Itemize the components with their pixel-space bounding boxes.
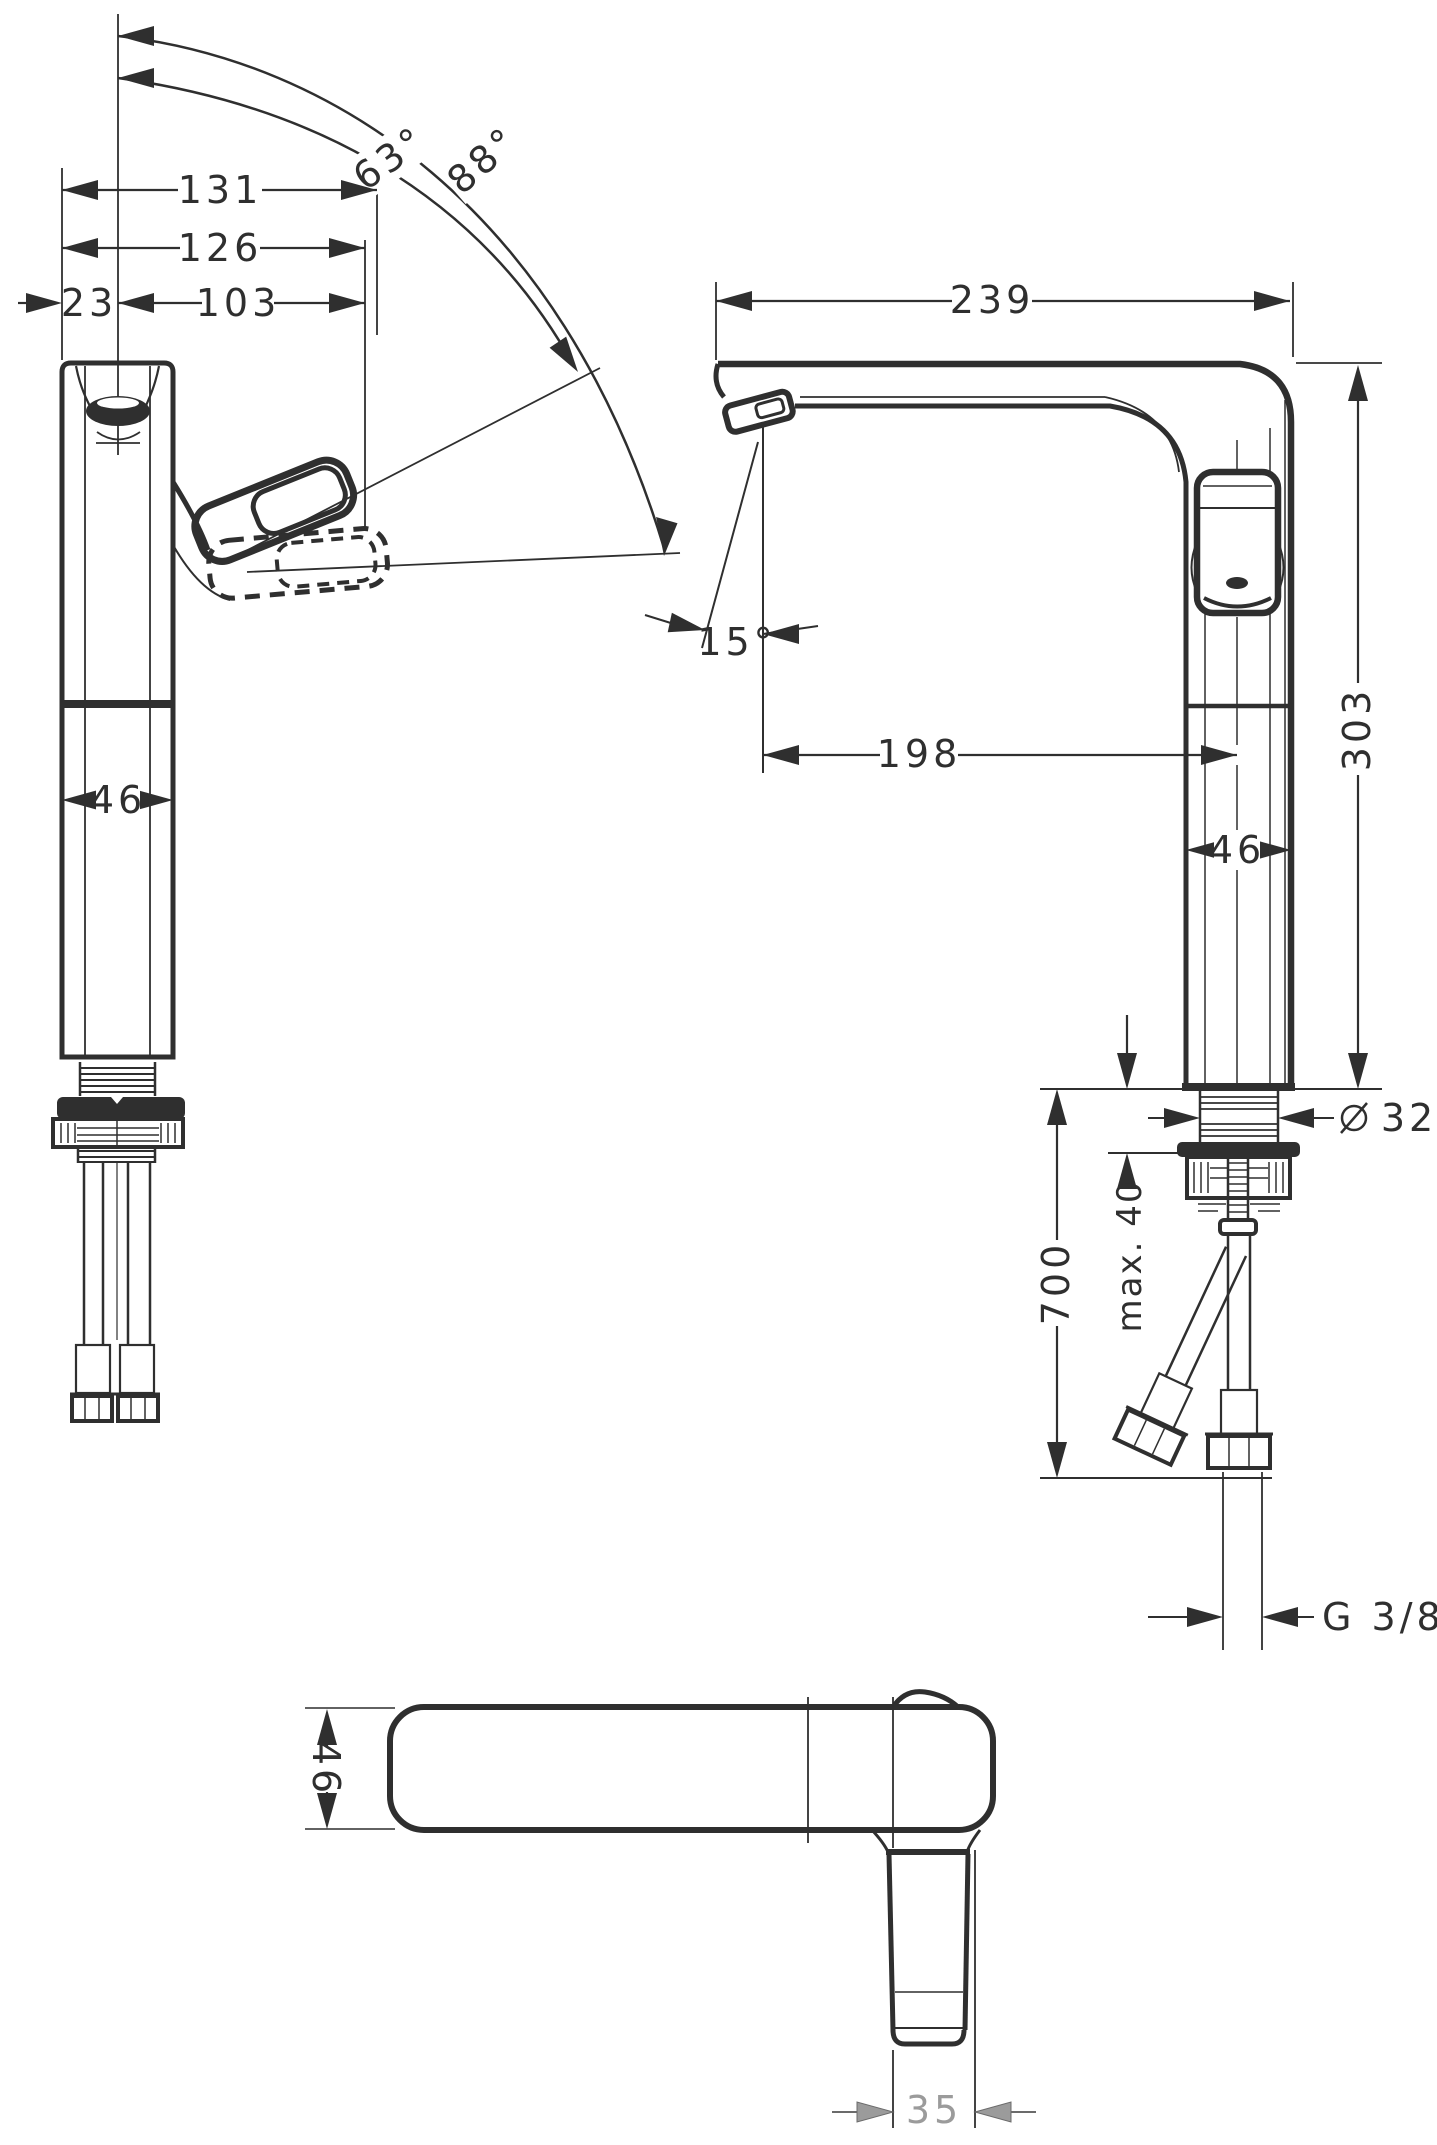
dim-label: 103	[196, 281, 281, 325]
dim-label: 15°	[697, 620, 776, 664]
dim-46-side: 46	[1186, 828, 1291, 872]
dim-15deg: 15°	[644, 427, 819, 773]
dim-700: 700	[1034, 1089, 1272, 1479]
dim-label: 198	[877, 732, 962, 776]
dim-label: G 3/8	[1322, 1595, 1437, 1639]
hose-angled	[1111, 1246, 1248, 1468]
faucet-body-plan	[387, 1689, 996, 1848]
dim-label: 32	[1381, 1096, 1437, 1140]
mounting-flange	[57, 1097, 185, 1119]
hose-vertical	[1205, 1236, 1273, 1470]
dim-label: 46	[304, 1741, 348, 1797]
handle-plan	[870, 1828, 982, 2047]
faucet-body-front	[59, 360, 176, 1060]
supply-hoses	[70, 1163, 160, 1423]
dim-max40: max. 40	[1108, 1015, 1180, 1332]
dim-label: 126	[178, 226, 263, 270]
dim-46-front: 46	[62, 778, 173, 822]
dim-198: 198	[763, 732, 1237, 776]
dim-131: 131	[62, 168, 377, 212]
dim-23-103: 23 103	[18, 281, 365, 325]
handle-front-dashed	[206, 526, 390, 601]
diameter-icon	[1340, 1102, 1368, 1134]
dim-label: 46	[1209, 828, 1265, 872]
dim-label: 131	[178, 168, 263, 212]
dim-diameter-32: 32	[1148, 1096, 1437, 1140]
dim-label: 35	[906, 2088, 962, 2132]
side-view: 239	[644, 278, 1437, 1650]
mounting-hardware-front	[51, 1062, 185, 1423]
handle-side	[1190, 468, 1285, 617]
dim-label: 23	[61, 281, 117, 325]
dim-239: 239	[716, 278, 1290, 322]
plan-view: 46 35	[304, 1689, 1036, 2132]
dim-126: 126	[62, 226, 365, 270]
threaded-shank-side	[1198, 1091, 1280, 1142]
front-view: 63° 88° 131 126 23	[18, 14, 681, 1423]
mounting-hardware-side	[1177, 1142, 1300, 1236]
dim-303: 303	[1335, 365, 1379, 1089]
dim-35-plan: 35	[832, 1850, 1036, 2132]
dim-46-plan: 46	[304, 1707, 395, 1830]
lever-tip-bump	[890, 1689, 960, 1709]
dim-label: max. 40	[1110, 1180, 1150, 1333]
dim-label: 46	[90, 778, 146, 822]
handle-dot-icon	[1226, 577, 1248, 589]
dim-label: 303	[1335, 687, 1379, 772]
mounting-nut	[51, 1117, 185, 1149]
body-joint-bar	[62, 700, 173, 708]
dim-thread-g38: G 3/8	[1148, 1472, 1437, 1650]
handle-front-solid	[170, 456, 358, 601]
dim-label: 700	[1034, 1241, 1078, 1326]
dim-label: 239	[950, 278, 1035, 322]
spout-outlet	[722, 388, 796, 435]
